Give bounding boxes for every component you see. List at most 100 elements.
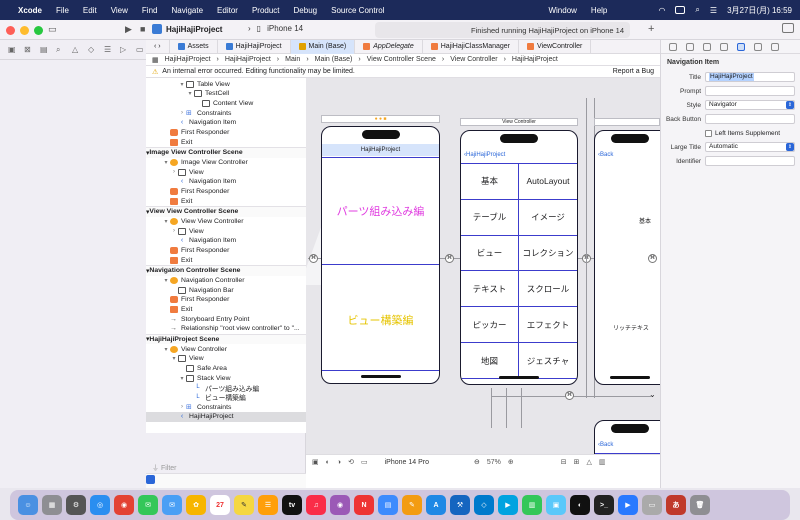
calendar-icon[interactable]: 27 [210,495,230,515]
connections-icon[interactable] [771,42,779,51]
outline-item[interactable]: ▾View View Controller [146,217,306,227]
music-icon[interactable]: ♫ [306,495,326,515]
disclosure-icon[interactable]: › [173,169,175,176]
grid-cell-map[interactable]: 地図 [461,343,519,379]
menu-debug[interactable]: Debug [293,5,318,15]
prompt-field[interactable] [705,86,795,96]
inspector-toggle-icon[interactable] [782,23,794,33]
grid-cell-autolayout[interactable]: AutoLayout [519,164,577,200]
disclosure-icon[interactable]: ▾ [180,81,184,88]
menu-editor[interactable]: Editor [217,5,238,15]
supplement-checkbox[interactable] [705,129,712,137]
scene3-header[interactable] [594,118,660,126]
device-config[interactable]: iPhone 14 Pro [384,458,429,466]
grid-cell-scroll[interactable]: スクロール [519,271,577,308]
disclosure-icon[interactable]: ▾ [164,160,168,167]
menu-find[interactable]: Find [141,5,158,15]
grid-cell-view[interactable]: ビュー [461,235,519,272]
stop-icon[interactable]: ■ [140,24,146,34]
history-icon[interactable] [686,42,694,51]
identifier-field[interactable] [705,156,795,166]
tab-viewcontroller[interactable]: ViewController [519,39,592,54]
test-icon[interactable]: ◇ [88,45,95,54]
entry-segue-icon[interactable]: ⌘ [309,254,318,263]
finder-icon[interactable]: ☺ [18,495,38,515]
disclosure-icon[interactable]: › [181,110,183,117]
outline-item[interactable]: Exit [146,305,306,315]
source-control-icon[interactable]: ⊠ [24,45,31,54]
outline-item[interactable]: ▾View [146,354,306,364]
disclosure-icon[interactable]: ▾ [180,375,184,382]
outline-item[interactable]: ‹Navigation Item [146,236,306,246]
tab-project[interactable]: HajiHajiProject [218,39,291,54]
outline-item[interactable]: ▾Navigation Controller [146,276,306,286]
outline-toggle-icon[interactable]: ▣ [312,459,319,466]
news-icon[interactable]: N [354,495,374,515]
notes-icon[interactable]: ✎ [234,495,254,515]
menu-navigate[interactable]: Navigate [171,5,204,15]
outline-item[interactable]: ▾Stack View [146,373,306,383]
menu-app[interactable]: Xcode [18,5,43,15]
numbers-icon[interactable]: ▥ [522,495,542,515]
tab-classmanager[interactable]: HajiHajiClassManager [423,39,519,54]
title-field[interactable]: HajiHajiProject [705,72,795,82]
zoom-out-icon[interactable]: ⊖ [473,459,480,466]
dark-mode-icon[interactable]: ◑ [336,458,342,466]
podcasts-icon[interactable]: ◉ [330,495,350,515]
menu-help[interactable]: Help [590,5,608,15]
dictionary-icon[interactable]: あ [666,495,686,515]
add-constraint-icon[interactable]: ⊞ [573,459,580,466]
tab-appdelegate[interactable]: AppDelegate [355,39,423,54]
settings-icon[interactable]: ⚙ [66,495,86,515]
orientation-icon[interactable]: ⟲ [348,459,354,466]
disclosure-icon[interactable]: ▾ [164,277,168,284]
chrome-icon[interactable]: ◉ [114,495,134,515]
segue-icon[interactable]: ⌘ [648,254,657,263]
disclosure-icon[interactable]: › [173,228,175,235]
segue-icon[interactable]: ⌘ [445,254,454,263]
filter-scope-icon[interactable] [146,475,155,484]
size-icon[interactable] [754,42,762,51]
large-title-select[interactable]: Automatic⇕ [705,142,795,152]
scene-dock[interactable]: ● ● ■ [321,115,440,123]
jump-item-3[interactable]: Main (Base) [314,56,353,63]
outline-item[interactable]: Exit [146,138,306,148]
outline-item[interactable]: ▾TestCell [146,89,306,99]
parts-label[interactable]: パーツ組み込み編 [336,206,425,218]
vscode-icon[interactable]: ◇ [474,495,494,515]
safari-icon[interactable]: ◎ [90,495,110,515]
jump-item-5[interactable]: View Controller [450,56,498,63]
grid-cell-picker[interactable]: ピッカー [461,307,519,344]
grid-icon[interactable]: ▦ [152,56,159,64]
menu-product[interactable]: Product [251,5,280,15]
file-inspector-icon[interactable] [669,42,677,51]
jump-item-4[interactable]: View Controller Scene [366,56,436,63]
zoom-icon[interactable]: ▶ [498,495,518,515]
phone-main-scene[interactable]: HajiHajiProject パーツ組み込み編 ビュー構築編 [321,126,440,384]
scene-header[interactable]: ▾View View Controller Scene [146,206,306,217]
inset-icon[interactable]: ▭ [360,459,368,466]
tab-assets[interactable]: Assets [170,39,218,54]
destination-selector[interactable]: › ▯ iPhone 14 [248,24,303,33]
outline-filter[interactable]: Filter [146,463,306,475]
reminders-icon[interactable]: ☰ [258,495,278,515]
identity-icon[interactable] [720,42,728,51]
photos-icon[interactable]: ✿ [186,495,206,515]
tab-main-storyboard[interactable]: Main (Base) [290,39,356,54]
wifi-icon[interactable]: ◠ [658,5,666,15]
disclosure-icon[interactable]: ▾ [172,356,176,363]
grid-cell-gesture[interactable]: ジェスチャ [519,343,577,379]
scheme-selector[interactable]: HajiHajiProject [152,24,222,34]
outline-item[interactable]: Content View [146,99,306,109]
outline-item[interactable]: →Relationship "root view controller" to … [170,325,300,333]
outline-item[interactable]: ▾Table View [146,79,306,89]
scene2-header[interactable]: View Controller [460,118,578,126]
run-icon[interactable]: ▶ [125,24,132,34]
grid-cell-collection[interactable]: コレクション [519,236,577,272]
appearance-icon[interactable]: ◐ [325,458,330,466]
outline-item[interactable]: →Storyboard Entry Point [170,315,250,323]
appstore-icon[interactable]: A [426,495,446,515]
messages-icon[interactable]: ✉ [138,495,158,515]
